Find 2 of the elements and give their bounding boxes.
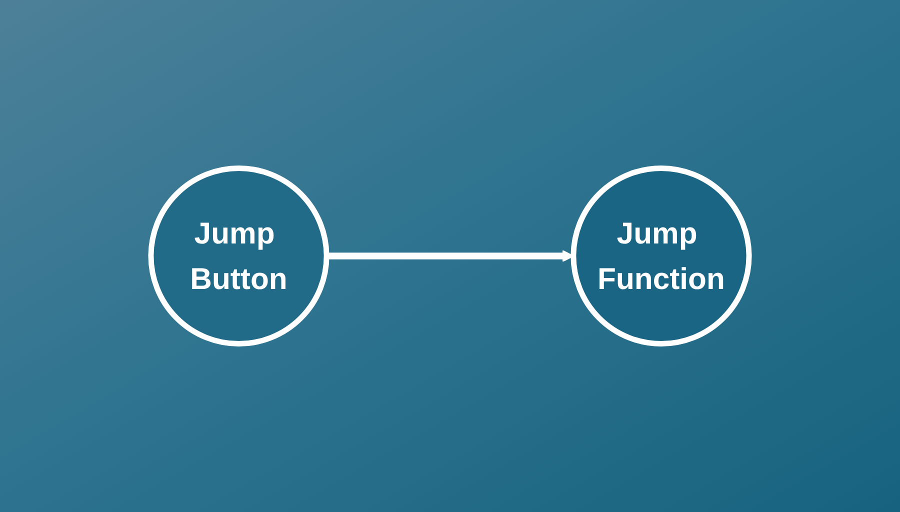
- node-circle: Jump Button: [148, 165, 330, 347]
- node-circle: Jump Function: [570, 165, 752, 347]
